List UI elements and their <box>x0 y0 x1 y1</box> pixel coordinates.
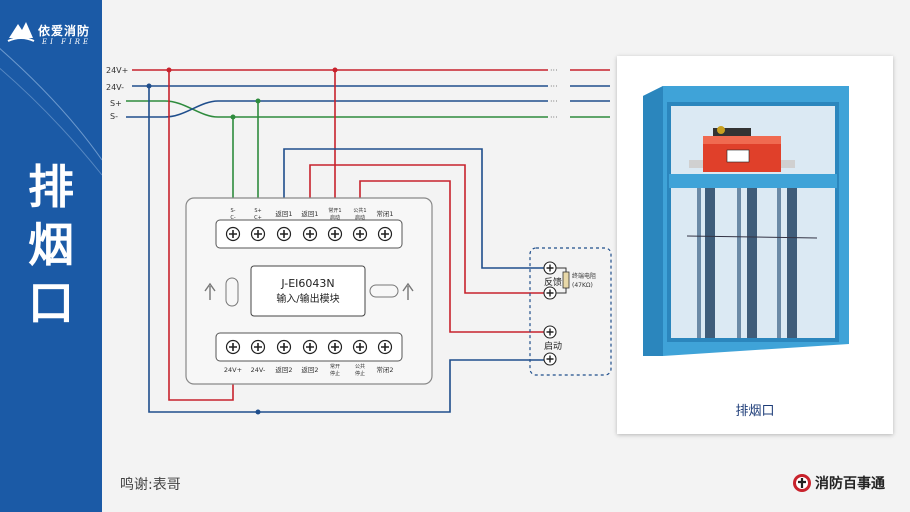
start-label: 启动 <box>544 340 562 352</box>
arrow-up-icon <box>204 282 216 300</box>
logo-name-cn: 依爱消防 <box>38 24 91 38</box>
junction-dot <box>255 98 261 104</box>
brand-logo: 消防百事通 <box>792 472 885 494</box>
logo-name-en: EI FIRE <box>42 38 92 46</box>
top-terminal-label: 启动 <box>355 214 365 221</box>
smoke-exhaust-damper-image <box>617 56 893 396</box>
bus-s-minus <box>126 100 610 118</box>
bus-s-plus <box>126 100 610 118</box>
wire-feedback-2 <box>334 164 548 294</box>
top-terminal-label: S+ <box>254 208 261 214</box>
module-label-box <box>250 265 366 317</box>
bus-label-24v-minus: 24V- <box>106 83 124 92</box>
resistor-label-2: (47KΩ) <box>572 282 593 289</box>
top-terminal-label: 常开1 <box>328 207 341 214</box>
wire-feedback-1 <box>283 148 548 269</box>
wire-24v-minus-drop <box>148 86 548 413</box>
bottom-terminal-label: 24V+ <box>224 366 242 374</box>
feedback-label: 反馈 <box>544 276 562 288</box>
top-terminal-label: 启动 <box>330 214 340 221</box>
module-subtitle: 输入/输出模块 <box>276 292 339 305</box>
resistor-label-1: 终端电阻 <box>572 272 596 280</box>
decorative-arcs <box>0 48 102 176</box>
junction-dot <box>230 114 236 120</box>
side-title: 排 烟 口 <box>0 158 102 332</box>
sidebar: 依爱消防 EI FIRE 排 烟 口 <box>0 0 102 512</box>
bottom-terminal-label: 常开 <box>330 363 340 370</box>
brand-icon <box>793 474 811 492</box>
thanks-note: 鸣谢:表哥 <box>120 477 181 493</box>
top-terminal-label: 常闭1 <box>376 209 393 218</box>
junction-dot <box>146 83 152 89</box>
damper-photo-card: 排烟口 <box>617 56 893 434</box>
bus-break-mark: ··· <box>550 82 558 91</box>
wire-return1-drop <box>309 70 336 222</box>
junction-dot <box>166 67 172 73</box>
top-terminal-screws <box>225 226 393 242</box>
mount-slot <box>369 284 399 298</box>
side-title-char: 排 <box>28 160 74 214</box>
bottom-terminal-label: 返回2 <box>275 366 292 374</box>
brand-name: 消防百事通 <box>815 476 885 492</box>
bus-label-24v-plus: 24V+ <box>106 66 128 75</box>
module-title: J-EI6043N <box>280 277 334 290</box>
bus-break-mark: ··· <box>550 97 558 106</box>
junction-dot <box>255 409 261 415</box>
side-title-char: 口 <box>28 276 74 330</box>
logo-badge-icon <box>7 22 35 42</box>
top-terminal-label: C- <box>230 215 235 221</box>
company-logo: 依爱消防 EI FIRE <box>6 18 100 48</box>
top-terminal-label: 返回1 <box>275 210 292 218</box>
bottom-terminal-label: 常闭2 <box>376 365 393 374</box>
wire-start <box>359 180 548 333</box>
bus-label-s-minus: S- <box>110 112 118 121</box>
damper-terminal-box <box>529 247 612 376</box>
side-title-char: 烟 <box>28 218 74 272</box>
resistor-icon <box>562 271 570 289</box>
top-terminal-label: 公共1 <box>353 207 366 214</box>
top-terminal-label: C+ <box>254 215 262 221</box>
bottom-terminal-label: 返回2 <box>301 366 318 374</box>
junction-dot <box>332 67 338 73</box>
bus-break-mark: ··· <box>550 113 558 122</box>
bottom-terminal-screws <box>225 339 393 355</box>
top-terminal-label: S- <box>231 208 236 214</box>
bottom-terminal-label: 停止 <box>330 370 340 377</box>
mount-slot <box>225 277 239 307</box>
bus-break-mark: ··· <box>550 66 558 75</box>
bus-label-s-plus: S+ <box>110 99 122 108</box>
bottom-terminal-label: 公共 <box>355 363 365 370</box>
top-terminal-label: 返回1 <box>301 210 318 218</box>
photo-caption: 排烟口 <box>735 404 775 419</box>
bottom-terminal-label: 24V- <box>251 366 266 374</box>
arrow-up-icon <box>402 282 414 300</box>
bottom-terminal-label: 停止 <box>355 370 365 377</box>
